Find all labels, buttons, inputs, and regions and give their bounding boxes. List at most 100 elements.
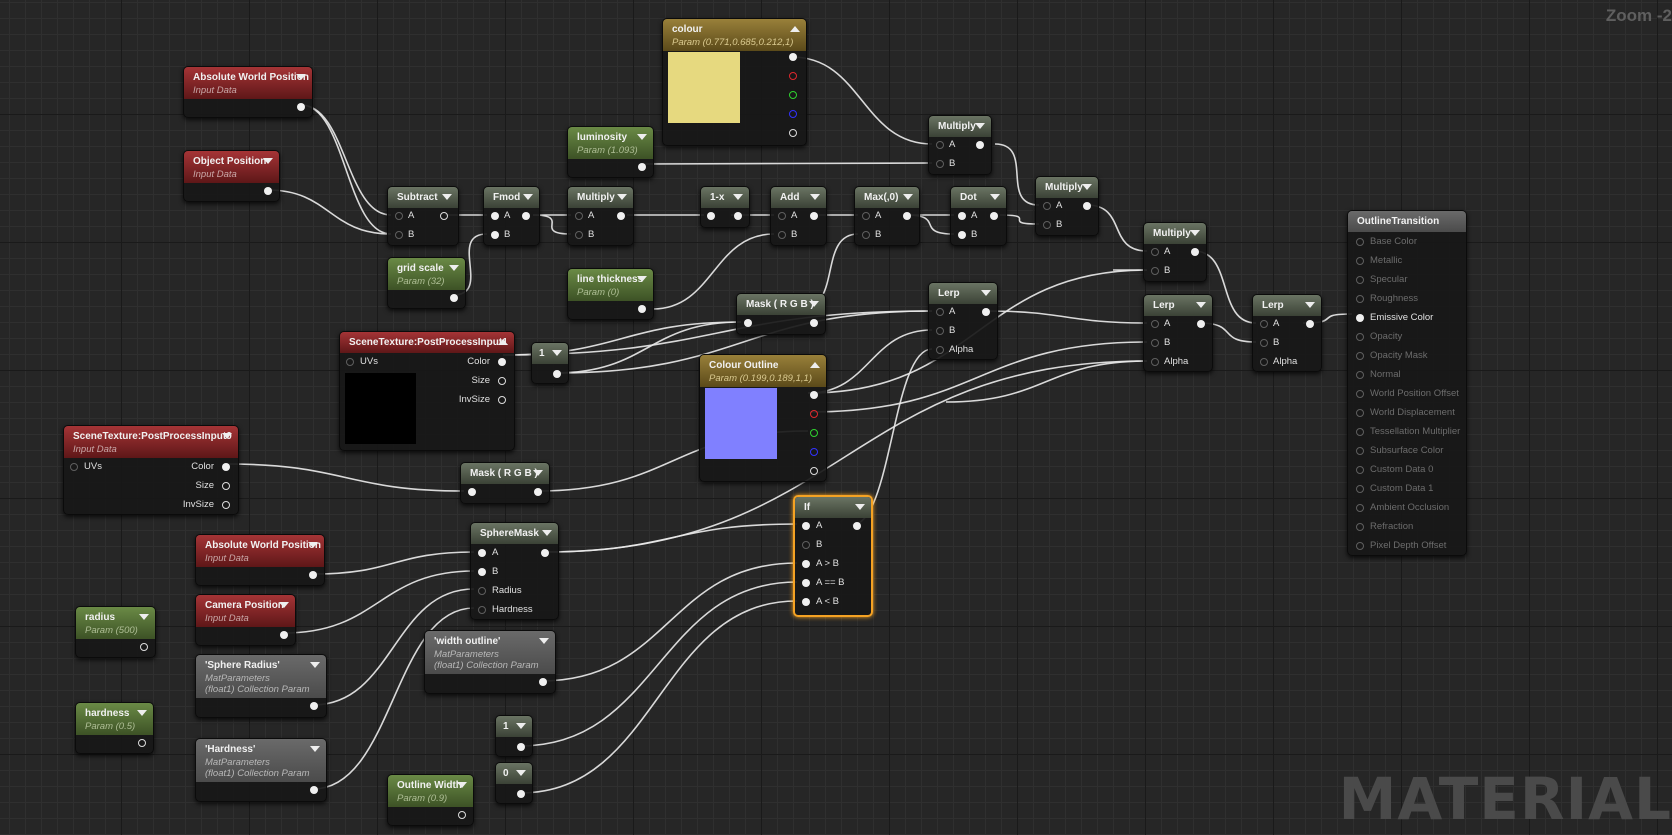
input-pin-b[interactable] — [1260, 339, 1268, 347]
node-header[interactable]: Subtract — [388, 187, 458, 208]
collapse-arrow-icon[interactable] — [733, 194, 743, 200]
node-outline-width[interactable]: Outline Width Param (0.9) — [387, 774, 474, 826]
output-pin[interactable] — [539, 678, 547, 686]
input-pin-b[interactable] — [802, 541, 810, 549]
node-header[interactable]: 1 — [496, 716, 532, 737]
material-input-pin[interactable] — [1356, 238, 1364, 246]
node-constant-0[interactable]: 0 — [495, 762, 533, 804]
output-pin-b[interactable] — [810, 448, 818, 456]
collapse-arrow-icon[interactable] — [552, 350, 562, 356]
node-header[interactable]: colour Param (0.771,0.685,0.212,1) — [663, 19, 806, 51]
node-fmod[interactable]: Fmod A B — [483, 186, 540, 246]
collapse-arrow-icon[interactable] — [516, 723, 526, 729]
node-multiply-1[interactable]: Multiply A B — [567, 186, 634, 246]
node-width-outline-collection[interactable]: 'width outline' MatParameters (float1) C… — [424, 630, 556, 694]
collapse-arrow-icon[interactable] — [442, 194, 452, 200]
node-header[interactable]: Mask ( R G B ) — [461, 463, 549, 484]
collapse-arrow-icon[interactable] — [449, 265, 459, 271]
node-header[interactable]: Absolute World Position Input Data — [184, 67, 312, 99]
collapse-arrow-icon[interactable] — [637, 134, 647, 140]
collapse-arrow-icon[interactable] — [1196, 302, 1206, 308]
input-pin-uvs[interactable] — [70, 463, 78, 471]
material-input-pin[interactable] — [1356, 466, 1364, 474]
input-pin-a-equals-b[interactable] — [802, 579, 810, 587]
node-constant-1-top[interactable]: 1 — [531, 342, 569, 384]
material-input-pin[interactable] — [1356, 523, 1364, 531]
node-lerp-2[interactable]: Lerp A B Alpha — [1143, 294, 1213, 372]
output-pin-rgba[interactable] — [810, 391, 818, 399]
output-pin-invsize[interactable] — [222, 501, 230, 509]
output-pin[interactable] — [903, 212, 911, 220]
output-pin[interactable] — [517, 790, 525, 798]
input-pin-a[interactable] — [478, 549, 486, 557]
output-pin-g[interactable] — [789, 91, 797, 99]
node-lerp-3[interactable]: Lerp A B Alpha — [1252, 294, 1322, 372]
material-input-pin[interactable] — [1356, 295, 1364, 303]
node-mask-rgb-2[interactable]: Mask ( R G B ) — [460, 462, 550, 504]
collapse-arrow-icon[interactable] — [296, 74, 306, 80]
node-luminosity[interactable]: luminosity Param (1.093) — [567, 126, 654, 178]
node-subtract[interactable]: Subtract A B — [387, 186, 459, 246]
node-absolute-world-position-2[interactable]: Absolute World Position Input Data — [195, 534, 325, 586]
collapse-arrow-icon[interactable] — [533, 470, 543, 476]
node-scene-texture-input1[interactable]: SceneTexture:PostProcessInput1 UVs Color… — [339, 331, 515, 451]
material-input-pin[interactable] — [1356, 257, 1364, 265]
input-pin-a[interactable] — [958, 212, 966, 220]
output-pin[interactable] — [990, 212, 998, 220]
node-header[interactable]: 'Hardness' MatParameters (float1) Collec… — [196, 739, 326, 782]
input-pin-hardness[interactable] — [478, 606, 486, 614]
output-pin[interactable] — [553, 370, 561, 378]
input-pin[interactable] — [707, 212, 715, 220]
material-input-pin[interactable] — [1356, 352, 1364, 360]
collapse-arrow-icon[interactable] — [263, 158, 273, 164]
node-header[interactable]: Colour Outline Param (0.199,0.189,1,1) — [700, 355, 826, 387]
collapse-arrow-icon[interactable] — [981, 290, 991, 296]
input-pin-a[interactable] — [575, 212, 583, 220]
input-pin-b[interactable] — [936, 327, 944, 335]
node-header[interactable]: OutlineTransition — [1348, 211, 1466, 232]
material-input-pin[interactable] — [1356, 333, 1364, 341]
collapse-arrow-icon[interactable] — [516, 770, 526, 776]
material-input-pin[interactable] — [1356, 485, 1364, 493]
material-input-pin[interactable] — [1356, 314, 1364, 322]
input-pin-a[interactable] — [936, 308, 944, 316]
material-input-pin[interactable] — [1356, 276, 1364, 284]
output-pin[interactable] — [1083, 202, 1091, 210]
node-header[interactable]: SphereMask — [471, 523, 558, 544]
output-pin-color[interactable] — [498, 358, 506, 366]
output-pin[interactable] — [853, 522, 861, 530]
output-pin[interactable] — [458, 811, 466, 819]
output-pin[interactable] — [1197, 320, 1205, 328]
output-pin[interactable] — [638, 305, 646, 313]
output-pin-r[interactable] — [789, 72, 797, 80]
node-header[interactable]: Lerp — [1144, 295, 1212, 316]
node-header[interactable]: SceneTexture:PostProcessInput0 Input Dat… — [64, 426, 238, 458]
node-object-position[interactable]: Object Position Input Data — [183, 150, 280, 202]
collapse-arrow-icon[interactable] — [539, 638, 549, 644]
node-header[interactable]: hardness Param (0.5) — [76, 703, 153, 735]
output-pin[interactable] — [517, 743, 525, 751]
collapse-arrow-icon[interactable] — [810, 194, 820, 200]
collapse-arrow-icon[interactable] — [990, 194, 1000, 200]
node-header[interactable]: luminosity Param (1.093) — [568, 127, 653, 159]
node-if[interactable]: If A B A > B A == B A < B — [793, 495, 873, 617]
output-pin-a[interactable] — [789, 129, 797, 137]
output-pin[interactable] — [638, 163, 646, 171]
collapse-arrow-icon[interactable] — [810, 362, 820, 368]
input-pin-b[interactable] — [936, 160, 944, 168]
output-pin[interactable] — [541, 549, 549, 557]
material-input-pin[interactable] — [1356, 409, 1364, 417]
input-pin-a[interactable] — [936, 141, 944, 149]
node-line-thickness[interactable]: line thickness Param (0) — [567, 268, 654, 320]
collapse-arrow-icon[interactable] — [222, 433, 232, 439]
node-header[interactable]: Dot — [951, 187, 1006, 208]
node-one-minus[interactable]: 1-x — [700, 186, 750, 228]
input-pin-alpha[interactable] — [1260, 358, 1268, 366]
output-pin[interactable] — [264, 187, 272, 195]
input-pin-a-less-b[interactable] — [802, 598, 810, 606]
input-pin[interactable] — [744, 319, 752, 327]
node-header[interactable]: Fmod — [484, 187, 539, 208]
node-mask-rgb-1[interactable]: Mask ( R G B ) — [736, 293, 826, 335]
input-pin-alpha[interactable] — [1151, 358, 1159, 366]
